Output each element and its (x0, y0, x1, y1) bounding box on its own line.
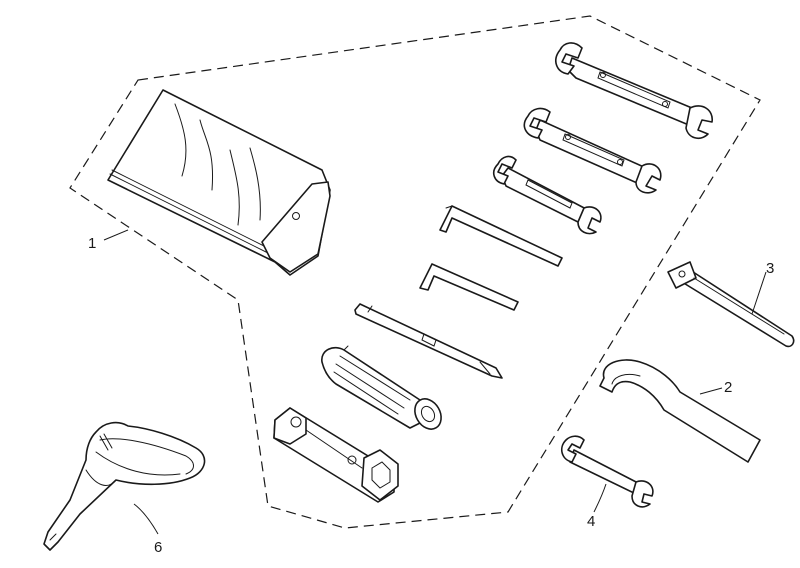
hex-key-icon (419, 263, 519, 311)
leader-line-4 (593, 483, 607, 513)
screwdriver-handle-icon (321, 345, 442, 430)
callout-1: 1 (88, 235, 96, 252)
toolkit-boundary (69, 15, 761, 529)
open-end-wrench-icon (555, 42, 713, 140)
tommy-bar-icon (667, 261, 795, 348)
leader-line-3 (751, 271, 767, 315)
callout-6: 6 (154, 539, 162, 556)
hook-spanner-icon (599, 359, 761, 463)
open-end-wrench-icon (523, 107, 662, 194)
callout-4: 4 (587, 513, 595, 530)
callout-3: 3 (766, 260, 774, 277)
leader-line-2 (699, 387, 723, 395)
hex-key-icon (439, 205, 563, 267)
open-end-wrench-icon (492, 155, 602, 235)
leader-line-6 (133, 503, 159, 535)
spark-plug-box-wrench-icon (273, 407, 399, 503)
screwdriver-icon (354, 303, 503, 379)
funnel-icon (43, 421, 206, 551)
leader-line-1 (103, 229, 129, 241)
small-wrench-icon (560, 435, 654, 508)
tool-bag-icon (107, 89, 331, 276)
callout-2: 2 (724, 379, 732, 396)
